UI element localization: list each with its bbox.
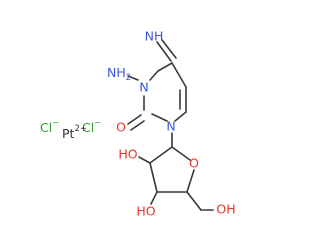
bond-n3-c4: [149, 70, 159, 81]
molecule-structure-diagram: NH NH2 N N O O HO HO OH Cl− Cl− Pt2+: [40, 29, 236, 219]
bond-c4-n3-link: [157, 62, 173, 72]
carbonyl-o-label: O: [116, 120, 126, 135]
chloride-1-charge: −: [52, 118, 59, 128]
chloride-ion-1-label: Cl−: [40, 118, 59, 135]
amine-h: H: [116, 65, 125, 80]
amine-nh2-label: NH2: [107, 65, 131, 83]
platinum-ion-label: Pt2+: [62, 124, 87, 141]
bond-c3prime-c2prime: [149, 162, 158, 193]
bond-c2-o: [127, 114, 142, 125]
chloride-ion-2-label: Cl−: [82, 118, 101, 135]
chloride-2-symbol: Cl: [82, 120, 94, 135]
bond-lines: [127, 39, 214, 211]
hydroxyl-c3prime-label: HO: [136, 204, 155, 219]
hydroxyl-c2prime-label: HO: [118, 147, 137, 162]
bond-c2-o-double: [130, 120, 145, 131]
bond-n3-nh2: [127, 75, 139, 81]
bond-o4prime-c4prime: [186, 169, 195, 193]
platinum-symbol: Pt: [62, 126, 75, 141]
bond-c4-c5: [171, 62, 187, 88]
bond-c4prime-c5prime: [186, 191, 202, 211]
bond-c6-n1: [174, 111, 187, 122]
n1-atom-label: N: [166, 119, 175, 134]
ring-o-label: O: [189, 156, 199, 171]
imine-nh-label: NH: [145, 29, 164, 44]
chloride-2-charge: −: [94, 118, 101, 128]
n3-atom-label: N: [139, 80, 148, 95]
platinum-charge: 2+: [74, 124, 87, 134]
amine-n: N: [107, 65, 116, 80]
amine-subscript: 2: [126, 73, 131, 83]
bond-c2prime-oh: [138, 156, 151, 164]
chloride-1-symbol: Cl: [40, 120, 52, 135]
hydroxyl-c5prime-label: OH: [216, 202, 235, 217]
bond-n1-c2: [151, 113, 168, 122]
bond-c3prime-oh: [150, 191, 158, 205]
bond-c4-imine: [156, 41, 172, 62]
bond-c1prime-o4prime: [171, 146, 191, 161]
bond-c4-imine-double: [161, 39, 177, 59]
bond-c2prime-c1prime: [149, 146, 173, 164]
